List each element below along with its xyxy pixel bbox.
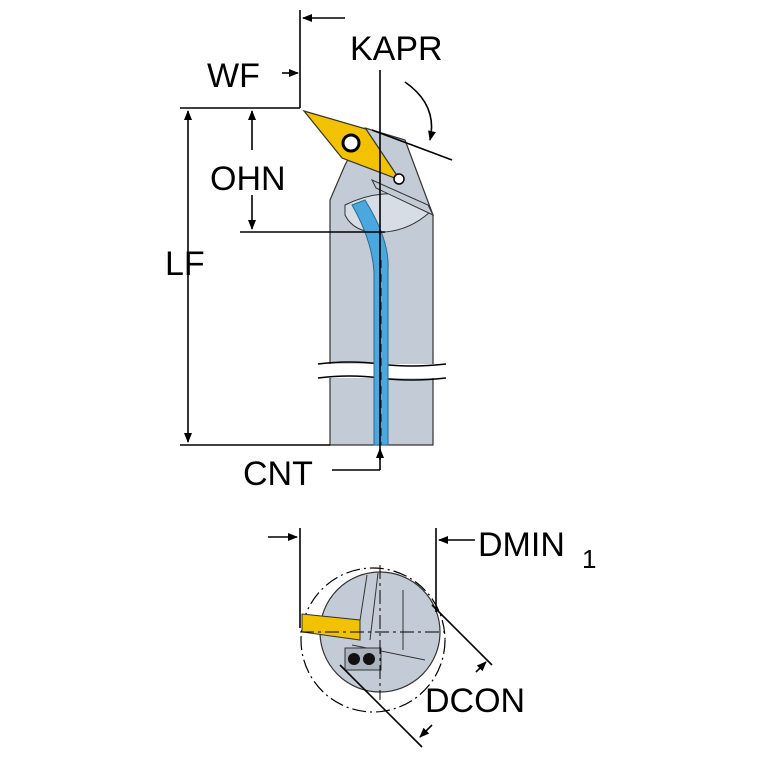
ohn-label: OHN <box>210 160 286 198</box>
tool-end-view <box>300 565 446 713</box>
wf-label: WF <box>207 57 260 95</box>
clamp-arm <box>370 178 435 217</box>
insert-screw-icon <box>341 133 361 153</box>
dmin-subscript: 1 <box>582 544 596 574</box>
side-view-dimensions <box>180 10 453 471</box>
tool-side-view <box>302 109 447 446</box>
dcon-label: DCON <box>425 682 525 720</box>
dmin-label: DMIN <box>478 526 565 564</box>
coolant-channel <box>351 199 389 446</box>
coolant-hole-icon <box>363 653 375 665</box>
dmin-text: DMIN <box>478 526 565 564</box>
insert-end-view <box>301 613 361 641</box>
bore-circle-dashed <box>300 567 446 713</box>
insert-pin <box>393 173 405 185</box>
lf-label: LF <box>165 245 205 283</box>
end-view-dimensions <box>268 528 493 748</box>
kapr-label: KAPR <box>350 30 443 68</box>
coolant-hole-icon <box>348 653 360 665</box>
cnt-label: CNT <box>243 455 313 493</box>
